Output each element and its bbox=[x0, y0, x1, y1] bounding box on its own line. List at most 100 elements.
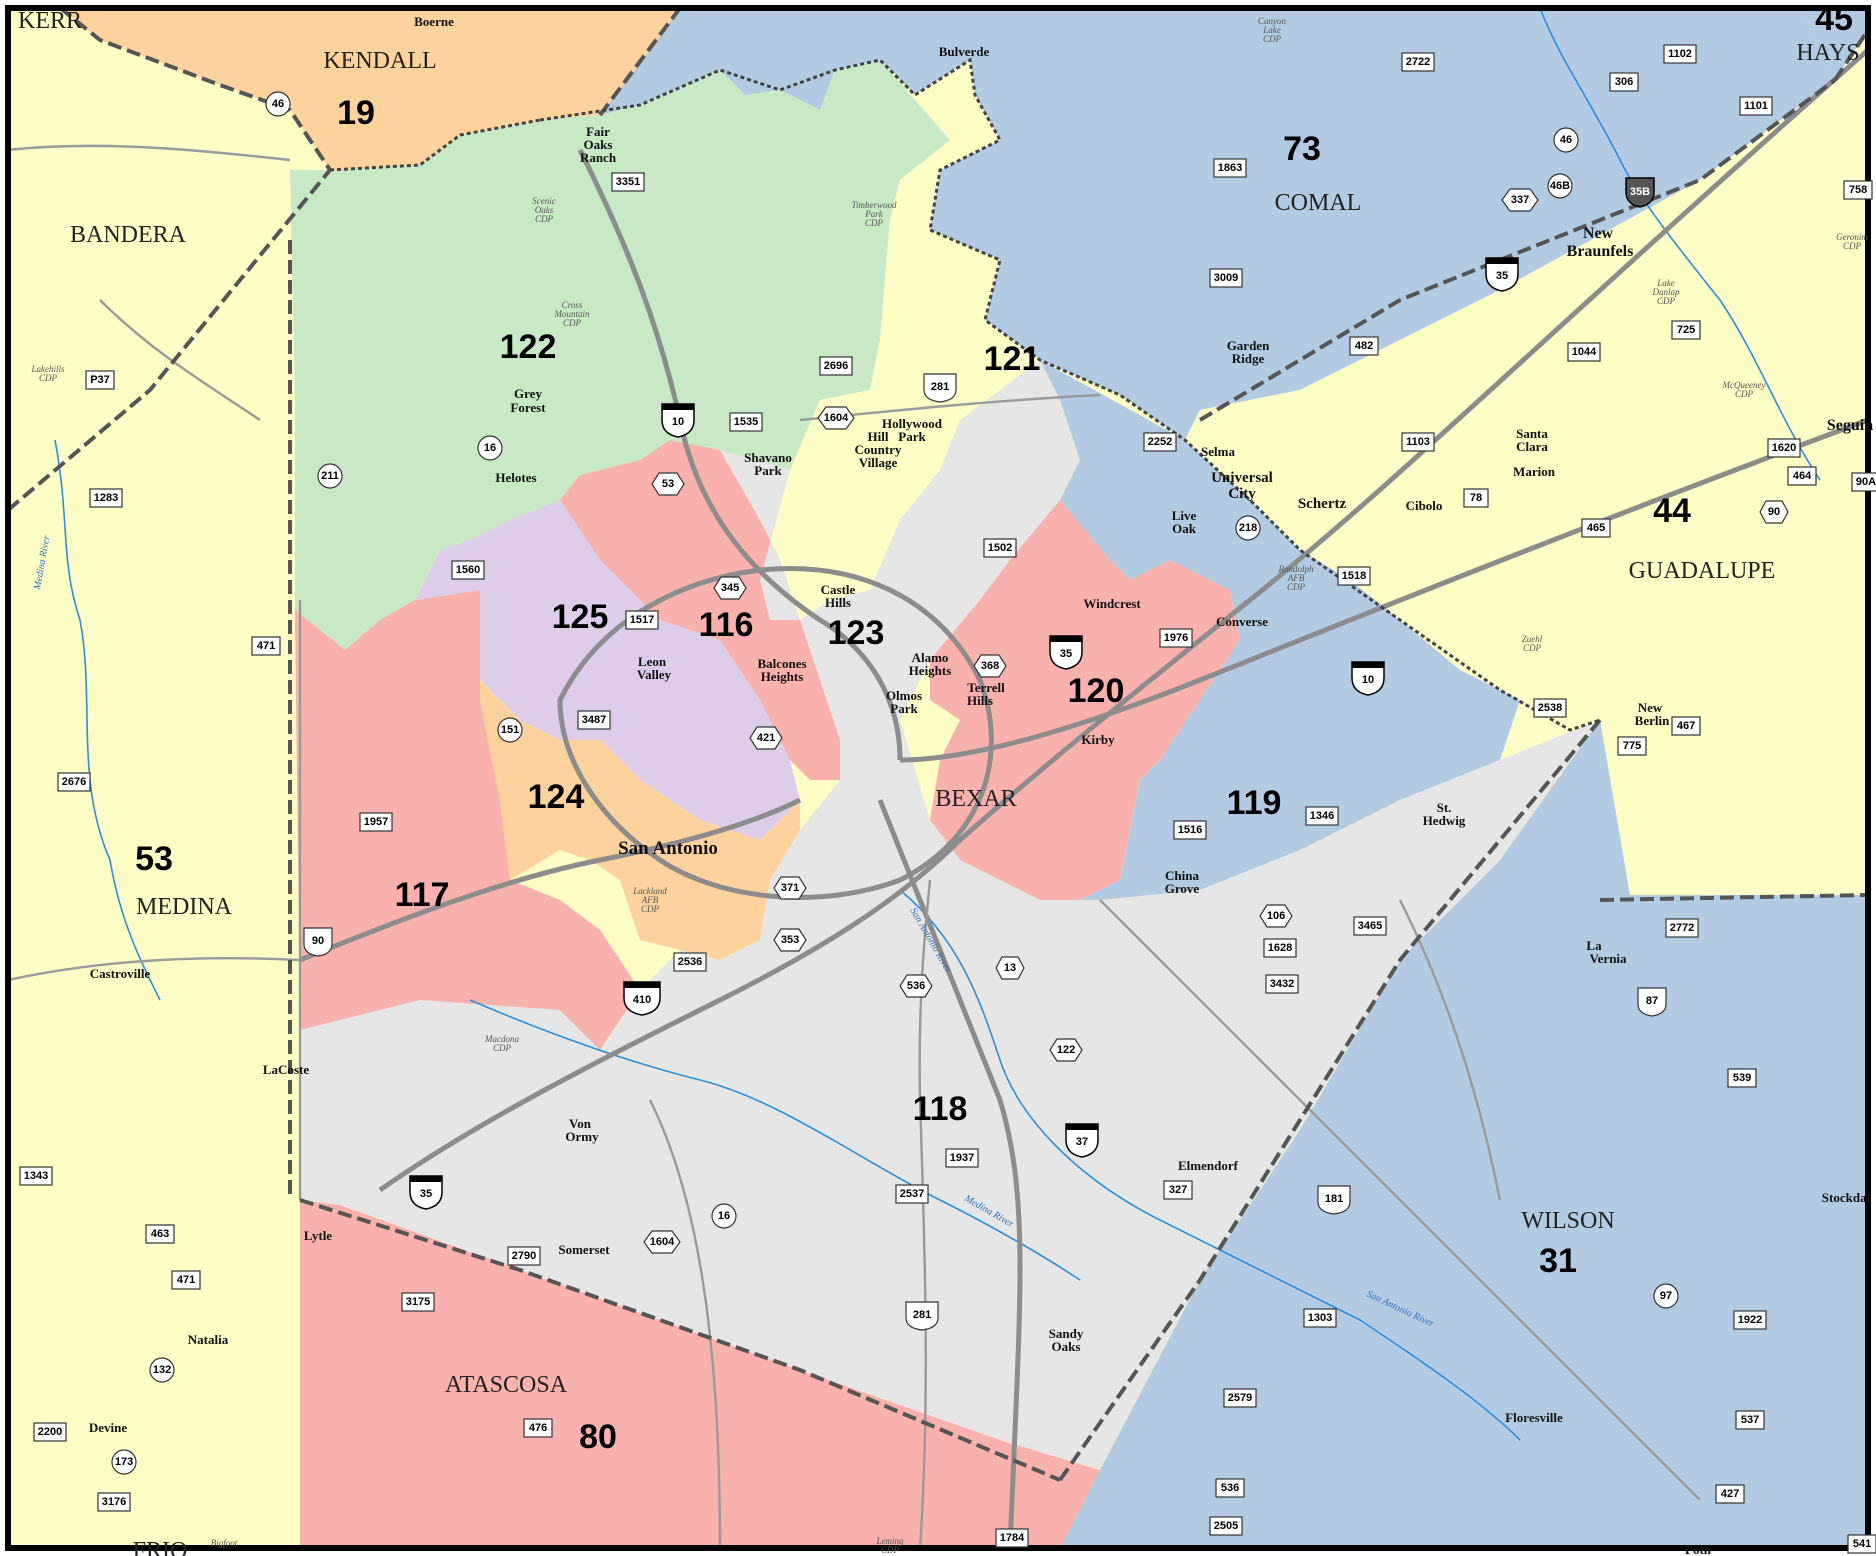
place-bulverde: Bulverde bbox=[939, 44, 990, 59]
svg-text:78: 78 bbox=[1470, 492, 1482, 504]
route-shield: 465 bbox=[1581, 518, 1611, 538]
route-shield: 541 bbox=[1847, 1534, 1876, 1554]
place-seguin: Seguin bbox=[1827, 417, 1873, 434]
place-balcones-heights: Heights bbox=[761, 669, 804, 684]
cdp-timberwood-park: Timberwood bbox=[851, 200, 897, 210]
place-garden-ridge: Garden bbox=[1227, 338, 1270, 353]
place-santa-clara: Santa bbox=[1516, 426, 1548, 441]
route-shield: 2505 bbox=[1209, 1516, 1243, 1536]
district-117-area bbox=[295, 590, 640, 1050]
cdp-lake-dunlap: Dunlap bbox=[1652, 287, 1681, 297]
route-shield-hex: 353 bbox=[773, 928, 807, 952]
route-shield: 78 bbox=[1463, 488, 1489, 508]
place-grey-forest: Grey bbox=[514, 386, 542, 401]
cdp-macdona: Macdona bbox=[484, 1034, 519, 1044]
svg-text:539: 539 bbox=[1733, 1072, 1751, 1084]
svg-text:371: 371 bbox=[781, 882, 799, 894]
route-shield: 536 bbox=[1215, 1478, 1245, 1498]
interstate-shield: 35 bbox=[409, 1175, 443, 1210]
route-shield: 1628 bbox=[1263, 938, 1297, 958]
route-shield: 775 bbox=[1617, 736, 1647, 756]
place-lytle: Lytle bbox=[304, 1228, 332, 1243]
place-labels: Boerne Bulverde Fair Oaks Ranch New Brau… bbox=[89, 14, 1873, 1556]
svg-text:1517: 1517 bbox=[630, 614, 654, 626]
svg-text:427: 427 bbox=[1721, 1488, 1739, 1500]
route-shield: 327 bbox=[1163, 1180, 1193, 1200]
district-53-label: 53 bbox=[135, 840, 173, 878]
route-shield: 1863 bbox=[1213, 158, 1247, 178]
place-kirby: Kirby bbox=[1081, 732, 1115, 747]
district-80-label: 80 bbox=[579, 1418, 617, 1456]
svg-text:37: 37 bbox=[1076, 1136, 1088, 1148]
cdp-lake-dunlap: CDP bbox=[1657, 296, 1676, 306]
route-shield-circle: 46 bbox=[265, 91, 291, 117]
route-shield-circle: 97 bbox=[1653, 1283, 1679, 1309]
place-balcones-heights: Balcones bbox=[757, 656, 806, 671]
svg-text:471: 471 bbox=[177, 1274, 195, 1286]
route-shield: 2538 bbox=[1533, 698, 1567, 718]
route-shield: 2200 bbox=[33, 1422, 67, 1442]
svg-text:35B: 35B bbox=[1630, 186, 1650, 198]
place-fair-oaks: Fair bbox=[586, 124, 610, 139]
route-shield: 725 bbox=[1671, 320, 1701, 340]
svg-text:536: 536 bbox=[1221, 1482, 1239, 1494]
route-shield: 1101 bbox=[1739, 96, 1773, 116]
place-terrell-hills: Hills bbox=[967, 693, 993, 708]
route-shield-hex: 1604 bbox=[643, 1230, 681, 1254]
svg-text:122: 122 bbox=[1057, 1044, 1075, 1056]
svg-text:1044: 1044 bbox=[1572, 346, 1597, 358]
place-helotes: Helotes bbox=[495, 470, 536, 485]
place-sandy-oaks: Sandy bbox=[1049, 1326, 1084, 1341]
svg-text:3009: 3009 bbox=[1214, 272, 1238, 284]
cdp-labels: Canyon Lake CDP Scenic Oaks CDP Timberwo… bbox=[31, 16, 1869, 1555]
svg-text:345: 345 bbox=[721, 582, 739, 594]
svg-text:10: 10 bbox=[1362, 674, 1374, 686]
place-la-vernia: Vernia bbox=[1589, 951, 1627, 966]
svg-text:482: 482 bbox=[1355, 340, 1373, 352]
svg-text:337: 337 bbox=[1511, 194, 1529, 206]
route-shield-hex: 421 bbox=[749, 726, 783, 750]
route-shield-circle: 132 bbox=[149, 1357, 175, 1383]
svg-text:463: 463 bbox=[151, 1228, 169, 1240]
county-comal: COMAL bbox=[1275, 190, 1362, 216]
place-boerne: Boerne bbox=[414, 14, 454, 29]
svg-text:106: 106 bbox=[1267, 910, 1285, 922]
svg-text:541: 541 bbox=[1853, 1538, 1871, 1550]
route-shield-us: 87 bbox=[1637, 987, 1667, 1017]
place-schertz: Schertz bbox=[1298, 496, 1347, 512]
svg-text:1863: 1863 bbox=[1218, 162, 1242, 174]
svg-text:3176: 3176 bbox=[102, 1496, 126, 1508]
route-shield: 464 bbox=[1787, 466, 1817, 486]
district-121-area bbox=[760, 60, 1040, 620]
district-118-center-area bbox=[600, 720, 1100, 1100]
place-devine: Devine bbox=[89, 1420, 128, 1435]
county-wilson: WILSON bbox=[1521, 1208, 1614, 1234]
svg-text:46: 46 bbox=[272, 98, 284, 110]
cdp-scenic-oaks: Scenic bbox=[532, 196, 555, 206]
route-shield: 476 bbox=[523, 1418, 553, 1438]
county-medina: MEDINA bbox=[136, 894, 233, 920]
svg-text:464: 464 bbox=[1793, 470, 1812, 482]
route-shield: 1343 bbox=[19, 1166, 53, 1186]
interstate-shield: 410 bbox=[623, 981, 661, 1016]
svg-text:218: 218 bbox=[1239, 522, 1257, 534]
route-shield-us: 90 bbox=[303, 927, 333, 957]
district-120-label: 120 bbox=[1068, 672, 1125, 710]
district-122-area bbox=[290, 60, 950, 650]
route-shield-circle: 151 bbox=[497, 717, 523, 743]
route-shield: 2537 bbox=[895, 1184, 929, 1204]
place-marion: Marion bbox=[1513, 464, 1556, 479]
route-shield: 3009 bbox=[1209, 268, 1243, 288]
route-shield: 1346 bbox=[1305, 806, 1339, 826]
place-san-antonio: San Antonio bbox=[618, 838, 718, 859]
svg-text:1784: 1784 bbox=[1000, 1532, 1025, 1544]
route-shield: 2252 bbox=[1143, 432, 1177, 452]
route-shield: 758 bbox=[1843, 180, 1873, 200]
route-shield: 1517 bbox=[625, 610, 659, 630]
route-shield: 1283 bbox=[89, 488, 123, 508]
route-shield-hex: 122 bbox=[1049, 1038, 1083, 1062]
rivers bbox=[54, 7, 1821, 1441]
place-natalia: Natalia bbox=[188, 1332, 229, 1347]
place-olmos-park: Park bbox=[890, 701, 918, 716]
route-shield: 1922 bbox=[1733, 1310, 1767, 1330]
